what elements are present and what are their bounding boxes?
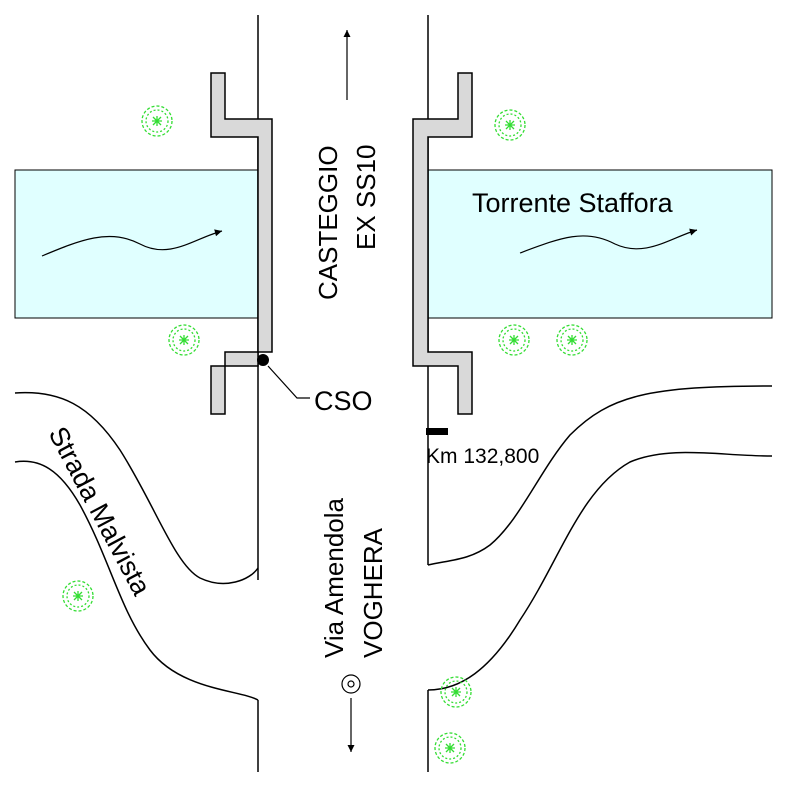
side-road-label: Strada Malvista: [43, 422, 157, 601]
tree-icon: [62, 580, 94, 612]
flow-arrow-icon: [519, 228, 698, 254]
tree-icon: [556, 324, 588, 356]
side-road: [14, 391, 259, 701]
tree-icon: [434, 732, 466, 764]
bridge-west-parapet: [210, 72, 273, 415]
road-south-label-1: Via Amendola: [319, 497, 349, 658]
river: [14, 169, 773, 319]
river-label: Torrente Staffora: [472, 188, 674, 218]
river-west: [14, 169, 259, 319]
tree-icon: [168, 324, 200, 356]
flow-arrow-icon: [41, 229, 223, 257]
cso-marker: [257, 354, 310, 399]
km-label: Km 132,800: [426, 445, 539, 468]
km-marker: [426, 428, 448, 435]
road-north-label-2: EX SS10: [351, 144, 381, 250]
manhole-icon: [341, 674, 361, 694]
cso-label: CSO: [314, 386, 373, 416]
tree-icon: [498, 324, 530, 356]
tree-icon: [494, 109, 526, 141]
river-east: [427, 169, 773, 319]
road-south-label-2: VOGHERA: [358, 527, 388, 658]
tree-icon: [141, 105, 173, 137]
road-north-label-1: CASTEGGIO: [313, 145, 343, 300]
east-road: [427, 385, 773, 691]
bridge-east-parapet: [412, 72, 473, 415]
tree-icon: [440, 676, 472, 708]
